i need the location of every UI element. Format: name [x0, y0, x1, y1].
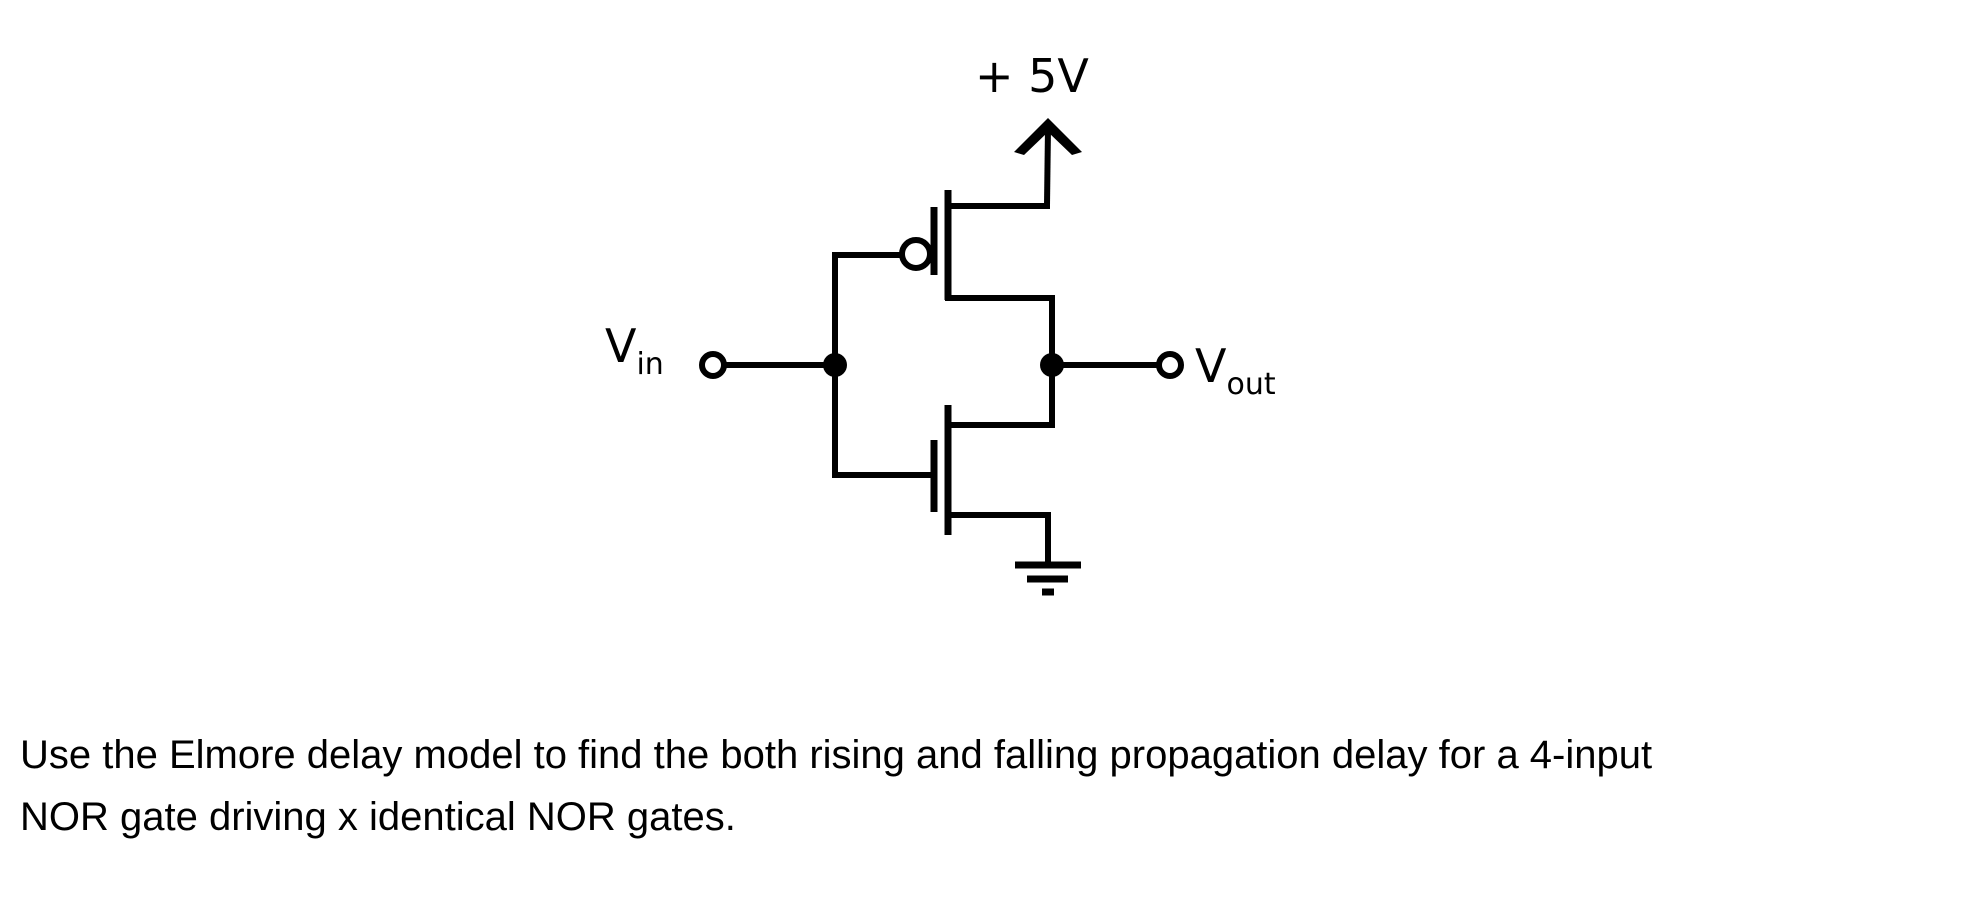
- output-label-sub: out: [1226, 367, 1275, 402]
- problem-line-1: Use the Elmore delay model to find the b…: [20, 733, 1653, 777]
- input-terminal: [699, 351, 847, 379]
- output-node: [1040, 295, 1184, 428]
- pmos-transistor: [899, 190, 1055, 301]
- input-label-main: V: [605, 319, 637, 373]
- output-label-main: V: [1195, 339, 1227, 393]
- output-label: Vout: [1195, 339, 1276, 402]
- supply-arrow-icon: [1014, 118, 1082, 209]
- gate-wiring: [832, 252, 934, 478]
- input-label-sub: in: [636, 347, 663, 382]
- output-open-circle: [1156, 351, 1184, 379]
- problem-line-2: NOR gate driving x identical NOR gates.: [20, 795, 736, 839]
- ground-icon: [1015, 561, 1081, 596]
- input-open-circle: [699, 351, 727, 379]
- nmos-transistor: [930, 405, 1055, 568]
- pmos-gate-bubble: [899, 237, 933, 271]
- input-junction-dot: [823, 353, 847, 377]
- problem-statement: Use the Elmore delay model to find the b…: [20, 724, 1920, 848]
- cmos-inverter-diagram: + 5V Vin Vout: [605, 49, 1276, 596]
- input-label: Vin: [605, 319, 664, 382]
- supply-voltage-label: + 5V: [975, 49, 1089, 103]
